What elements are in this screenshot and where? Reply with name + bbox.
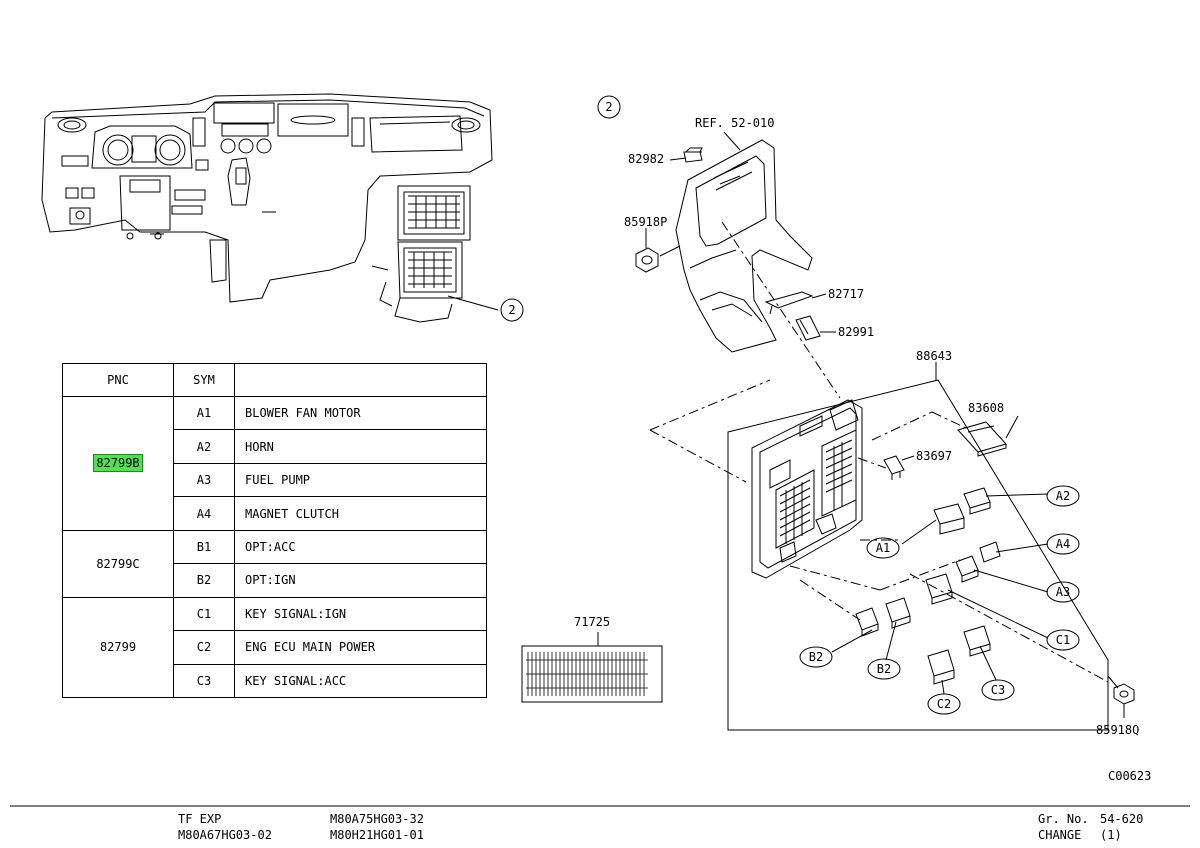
pnc-value-highlighted[interactable]: 82799B	[93, 454, 143, 473]
label-71725: 71725	[574, 615, 610, 629]
label-85918q: 85918Q	[1096, 723, 1139, 737]
footer-model-4: M80H21HG01-01	[330, 828, 424, 842]
label-88643: 88643	[916, 349, 952, 363]
table-row: A3 FUEL PUMP	[63, 462, 487, 498]
callout-a2: A2	[1056, 489, 1070, 503]
footer-change-label: CHANGE	[1038, 828, 1082, 842]
desc-cell: OPT:IGN	[234, 563, 487, 598]
desc-cell: KEY SIGNAL:ACC	[234, 663, 487, 698]
label-85918p: 85918P	[624, 215, 667, 229]
detail-ref-circle-left	[500, 298, 524, 322]
callout-b2-right: B2	[877, 662, 891, 676]
footer-change-value: (1)	[1100, 828, 1122, 842]
sym-cell: A1	[173, 395, 235, 431]
callout-c2: C2	[937, 697, 951, 711]
table-row: B2 OPT:IGN	[63, 563, 487, 598]
table-row: A4 MAGNET CLUTCH	[63, 496, 487, 531]
label-82982: 82982	[628, 152, 664, 166]
footer-grno-label: Gr. No.	[1038, 812, 1089, 826]
sym-cell: C1	[173, 596, 235, 632]
table-header-row: PNC SYM	[62, 363, 487, 397]
label-82717: 82717	[828, 287, 864, 301]
header-desc	[234, 363, 487, 397]
desc-cell: ENG ECU MAIN POWER	[234, 630, 487, 665]
sym-cell: A3	[173, 462, 235, 498]
table-row: 82799B A1 BLOWER FAN MOTOR	[62, 395, 487, 531]
sym-cell: C2	[173, 630, 235, 665]
sym-cell: A4	[173, 496, 235, 531]
table-row: 82799C B1 OPT:ACC	[62, 529, 487, 598]
footer-model-3: M80A75HG03-32	[330, 812, 424, 826]
footer-model-1: TF EXP	[178, 812, 222, 826]
desc-cell: OPT:ACC	[234, 529, 487, 565]
junction-box-illustration	[727, 379, 1109, 731]
detail-ref-label-left: 2	[508, 303, 515, 317]
desc-cell: FUEL PUMP	[234, 462, 487, 498]
sym-cell: A2	[173, 429, 235, 464]
label-83608: 83608	[968, 401, 1004, 415]
callout-c1: C1	[1056, 633, 1070, 647]
header-pnc: PNC	[62, 363, 174, 397]
footer-model-2: M80A67HG03-02	[178, 828, 272, 842]
pnc-cell[interactable]: 82799	[62, 596, 174, 699]
bracket-illustration	[635, 139, 821, 353]
pnc-cell[interactable]: 82799C	[62, 529, 174, 598]
sym-cell: B2	[173, 563, 235, 598]
table-row: A2 HORN	[63, 429, 487, 464]
label-plate-lines	[526, 652, 648, 696]
desc-cell: KEY SIGNAL:IGN	[234, 596, 487, 632]
desc-cell: HORN	[234, 429, 487, 464]
callout-c3: C3	[991, 683, 1005, 697]
table-row: 82799 C1 KEY SIGNAL:IGN	[62, 596, 487, 699]
sym-cell: B1	[173, 529, 235, 565]
header-sym: SYM	[173, 363, 235, 397]
sym-cell: C3	[173, 663, 235, 698]
label-ref-52-010: REF. 52-010	[695, 116, 774, 130]
table-row: C3 KEY SIGNAL:ACC	[63, 663, 487, 698]
pnc-cell[interactable]: 82799B	[62, 396, 174, 531]
label-plate-illustration	[521, 632, 663, 703]
dashboard-illustration	[41, 93, 493, 323]
detail-ref-label-top: 2	[605, 100, 612, 114]
callout-a1: A1	[876, 541, 890, 555]
pnc-table: PNC SYM 82799B A1 BLOWER FAN MOTOR A2 HO…	[62, 363, 487, 699]
desc-cell: MAGNET CLUTCH	[234, 496, 487, 531]
callout-b2-left: B2	[809, 650, 823, 664]
label-83697: 83697	[916, 449, 952, 463]
desc-cell: BLOWER FAN MOTOR	[234, 395, 487, 431]
footer-grno-value: 54-620	[1100, 812, 1144, 826]
callout-a3: A3	[1056, 585, 1070, 599]
detail-ref-circle-top	[597, 95, 621, 119]
table-row: C2 ENG ECU MAIN POWER	[63, 630, 487, 665]
callout-a4: A4	[1056, 537, 1070, 551]
label-82991: 82991	[838, 325, 874, 339]
figure-code: C00623	[1108, 769, 1151, 783]
